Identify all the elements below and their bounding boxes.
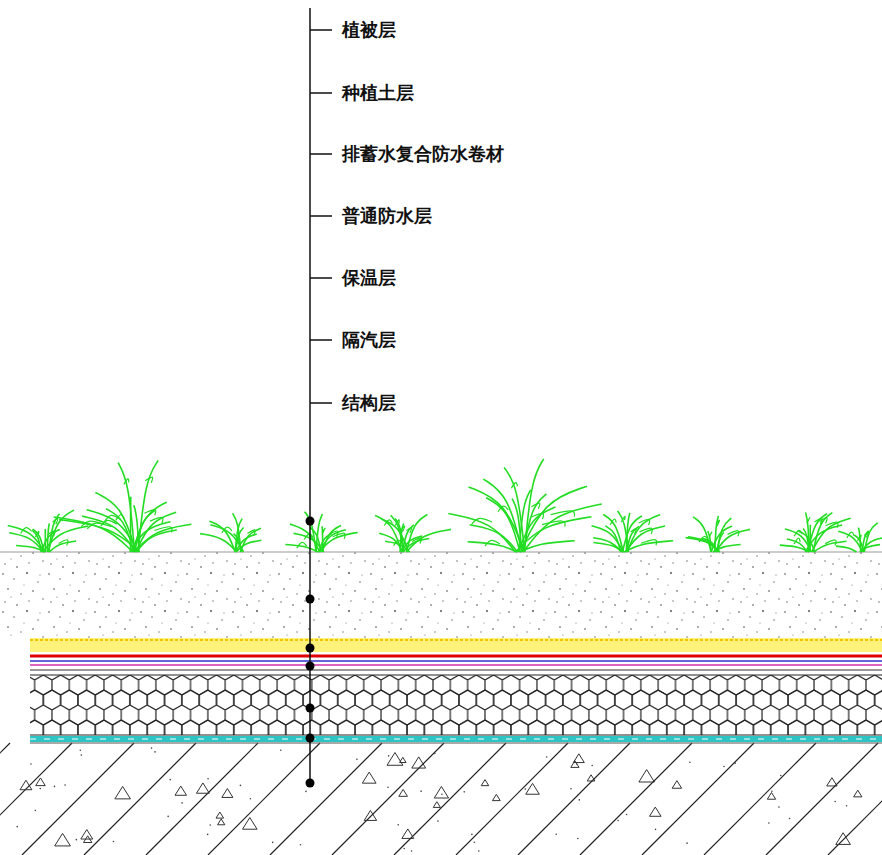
soil-layer — [0, 552, 882, 638]
layer-label: 结构层 — [340, 392, 398, 414]
vapour-barrier — [30, 736, 882, 742]
leader-dots — [306, 517, 315, 788]
waterproof-line — [30, 660, 882, 662]
waterproof-line — [30, 664, 882, 666]
leader-tick — [310, 92, 332, 94]
drain-texture — [30, 639, 882, 641]
layer-label: 普通防水层 — [340, 205, 434, 227]
leader-dot — [306, 644, 315, 653]
insulation-edge — [30, 675, 882, 676]
insulation-layer — [30, 675, 882, 735]
leader-dot — [306, 704, 315, 713]
waterproof-line — [30, 655, 882, 658]
leader-tick — [310, 339, 332, 341]
leader-ticks — [310, 30, 332, 403]
leader-tick — [310, 277, 332, 279]
layer-label: 植被层 — [340, 19, 398, 41]
drain-membrane — [30, 638, 882, 652]
structure-layer — [0, 743, 882, 855]
leader-tick — [310, 153, 332, 155]
plants — [8, 459, 882, 552]
insulation-edge — [30, 735, 882, 736]
layer-label: 种植土层 — [340, 82, 416, 104]
leader-tick — [310, 402, 332, 404]
layer-label: 隔汽层 — [340, 329, 398, 351]
leader-dot — [306, 662, 315, 671]
leader-tick — [310, 29, 332, 31]
leader-dot — [306, 517, 315, 526]
vapour-texture — [30, 739, 882, 740]
leader-dot — [306, 595, 315, 604]
leader-dot — [306, 779, 315, 788]
waterproof-line — [30, 670, 882, 671]
leader-dot — [306, 734, 315, 743]
layer-label: 保温层 — [340, 267, 398, 289]
layer-label: 排蓄水复合防水卷材 — [340, 143, 506, 165]
leader-tick — [310, 215, 332, 217]
